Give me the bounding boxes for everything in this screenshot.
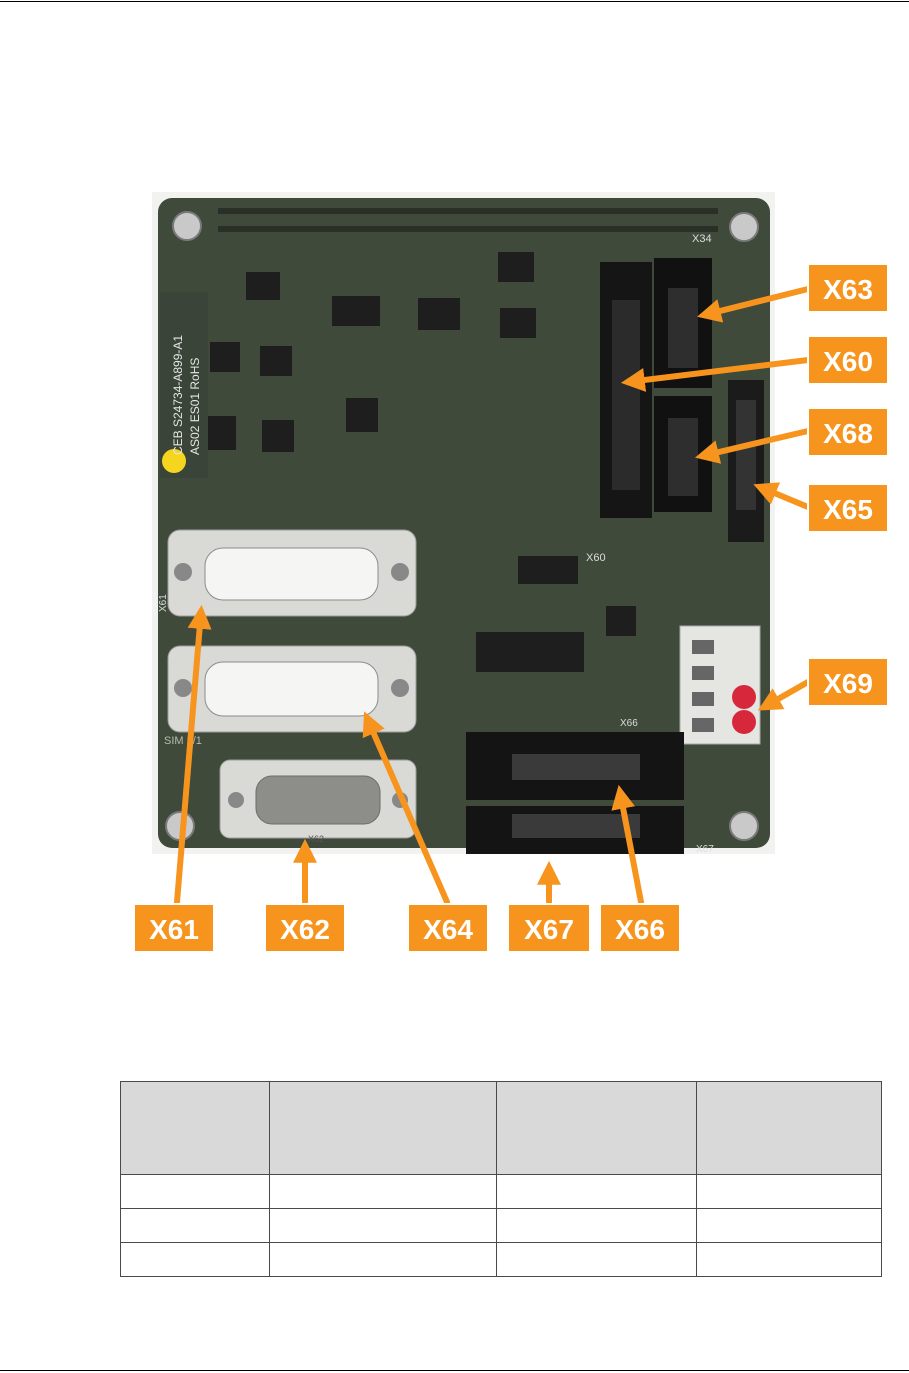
- callout-x60: X60: [807, 335, 889, 385]
- table-header-cell: [269, 1081, 497, 1175]
- svg-text:X60: X60: [823, 346, 873, 377]
- silkscreen-line-2: AS02 ES01 RoHS: [188, 358, 202, 455]
- connector-table: [120, 1081, 882, 1277]
- dsub-x64: [167, 645, 417, 733]
- dsub-x61: [167, 529, 417, 617]
- callout-arrow-x61: [174, 604, 212, 905]
- mounting-hole: [729, 811, 759, 841]
- table-cell: [696, 1242, 882, 1277]
- bottom-rule: [0, 1370, 909, 1371]
- ic-chip: [476, 632, 584, 672]
- callout-x64: X64: [407, 903, 489, 953]
- callout-arrow-x65: [753, 482, 811, 510]
- table-cell: [269, 1242, 497, 1277]
- connector-x66-body: [466, 732, 684, 800]
- ic-chip: [204, 416, 236, 450]
- table-cell: [496, 1208, 697, 1243]
- svg-text:X69: X69: [823, 668, 873, 699]
- ic-chip: [346, 398, 378, 432]
- callout-arrow-x69: [757, 679, 811, 711]
- svg-text:X63: X63: [823, 274, 873, 305]
- pcb-mark-x62: X62: [308, 834, 324, 844]
- callout-x69: X69: [807, 657, 889, 707]
- pcb-mark-x61: X61: [158, 594, 169, 612]
- pcb-mark-x66: X66: [620, 718, 638, 729]
- table-cell: [120, 1208, 270, 1243]
- callout-arrow-x63: [697, 286, 811, 323]
- svg-text:X67: X67: [524, 914, 574, 945]
- table-cell: [696, 1174, 882, 1209]
- pcb-mark-x67: X67: [696, 844, 714, 855]
- table-cell: [269, 1208, 497, 1243]
- callout-x61: X61: [133, 903, 215, 953]
- table-header-cell: [120, 1081, 270, 1175]
- svg-text:X62: X62: [280, 914, 330, 945]
- svg-text:X64: X64: [423, 914, 473, 945]
- connector-x65-body: [728, 380, 764, 542]
- table-row: [120, 1174, 882, 1209]
- callout-x67: X67: [507, 903, 591, 953]
- ic-chip: [262, 420, 294, 452]
- callout-x65: X65: [807, 483, 889, 533]
- mounting-hole: [172, 211, 202, 241]
- terminal-block-x69: [679, 625, 761, 745]
- svg-text:X68: X68: [823, 418, 873, 449]
- esd-warning-sticker: [162, 449, 186, 473]
- table-cell: [496, 1242, 697, 1277]
- table-row: [120, 1208, 882, 1243]
- pcb-mark-sim: SIM 2/1: [164, 735, 202, 747]
- table-cell: [696, 1208, 882, 1243]
- pcb-mark-x34: X34: [692, 233, 712, 245]
- callout-x66: X66: [599, 903, 681, 953]
- svg-text:X61: X61: [149, 914, 199, 945]
- top-rule: [0, 1, 909, 2]
- ic-chip: [418, 298, 460, 330]
- ic-chip: [210, 342, 240, 372]
- callout-x62: X62: [264, 903, 346, 953]
- table-header-row: [120, 1081, 882, 1175]
- ic-chip: [260, 346, 292, 376]
- callout-arrow-x64: [362, 711, 450, 905]
- table-header-cell: [496, 1081, 697, 1175]
- svg-text:X65: X65: [823, 494, 873, 525]
- ic-chip: [606, 606, 636, 636]
- callout-arrow-x60: [620, 357, 811, 392]
- callout-arrow-x66: [611, 784, 644, 905]
- silkscreen-line-1: CEB S24734-A899-A1: [171, 335, 185, 455]
- ic-chip: [518, 556, 578, 584]
- connector-x67-body: [466, 806, 684, 854]
- ic-chip: [332, 296, 380, 326]
- ic-chip: [498, 252, 534, 282]
- pcb-mark-x60: X60: [586, 552, 606, 564]
- connector-x60-body: [600, 262, 652, 518]
- ic-chip: [246, 272, 280, 300]
- table-cell: [496, 1174, 697, 1209]
- mounting-hole: [729, 212, 759, 242]
- svg-text:X66: X66: [615, 914, 665, 945]
- dsub-x62: [219, 759, 417, 839]
- callout-x68: X68: [807, 407, 889, 457]
- table-header-cell: [696, 1081, 882, 1175]
- table-row: [120, 1242, 882, 1277]
- table-cell: [120, 1242, 270, 1277]
- table-cell: [269, 1174, 497, 1209]
- callout-arrow-x68: [694, 428, 811, 464]
- header-pins: [218, 208, 718, 232]
- ic-chip: [500, 308, 536, 338]
- callout-x63: X63: [807, 263, 889, 313]
- connector-x63-body: [654, 258, 712, 388]
- table-cell: [120, 1174, 270, 1209]
- board-figure: CEB S24734-A899-A1 AS02 ES01 RoHS X34 X6…: [133, 192, 889, 953]
